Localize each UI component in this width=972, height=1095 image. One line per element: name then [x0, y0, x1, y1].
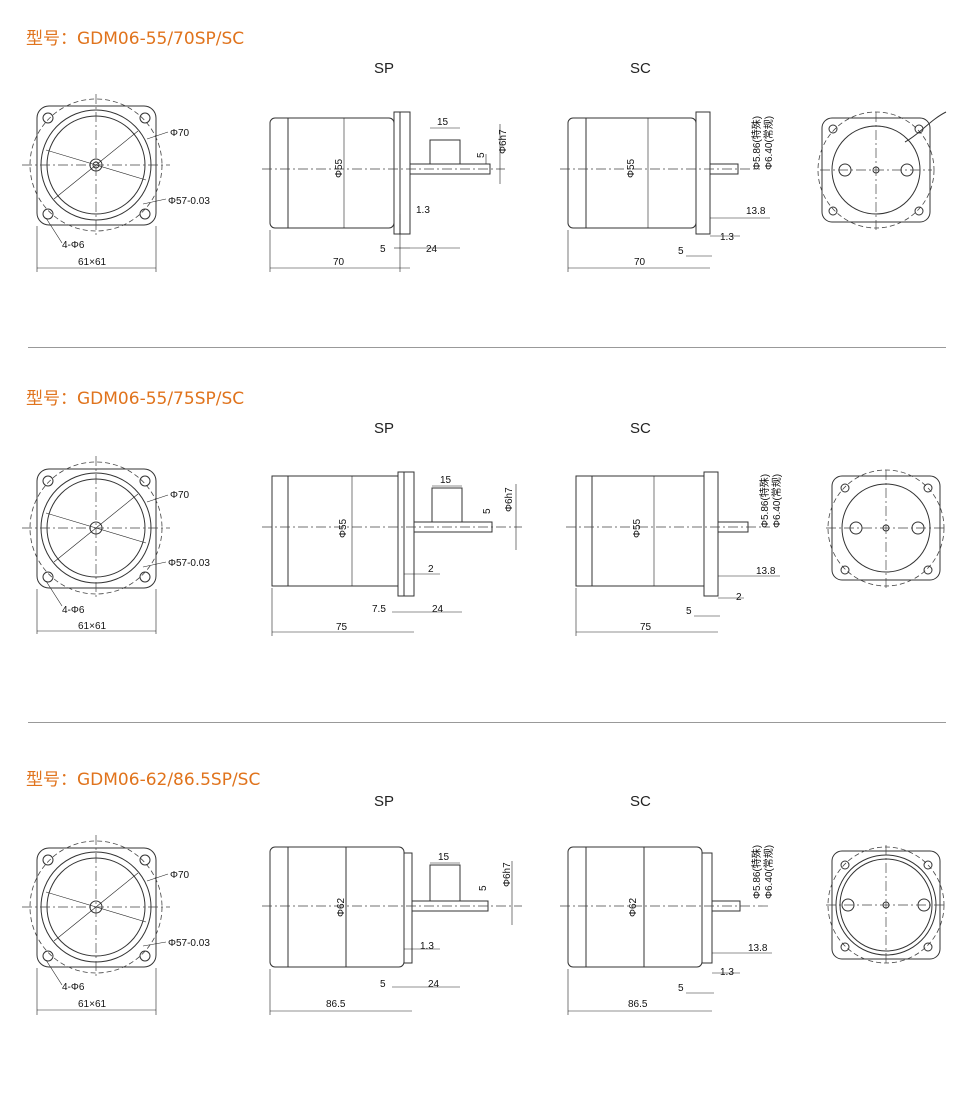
- sc-dcut-1: Φ5.86(特殊): [758, 474, 771, 528]
- sp-flange-t: 1.3: [420, 941, 434, 952]
- sc-dcut-1: Φ5.86(特殊): [750, 116, 763, 170]
- sc-side-view: Φ55 Φ5.86(特殊) Φ6.40(常规) 13.8 1.3 5 70: [560, 111, 775, 272]
- sp-key-len: 15: [440, 475, 452, 486]
- square-label: 61×61: [78, 999, 107, 1010]
- sc-flange-t: 2: [736, 592, 742, 603]
- sc-length: 70: [634, 257, 646, 268]
- sc-shaft-len: 13.8: [746, 206, 766, 217]
- spigot-label: Φ57-0.03: [168, 938, 210, 949]
- sp-pilot: 5: [380, 244, 386, 255]
- square-label: 61×61: [78, 257, 107, 268]
- sp-flange-t: 1.3: [416, 205, 430, 216]
- sc-shaft-len: 13.8: [756, 566, 776, 577]
- sp-pilot: 5: [380, 979, 386, 990]
- sp-key-h: 5: [476, 152, 487, 158]
- sp-pilot: 7.5: [372, 604, 386, 615]
- front-view: Φ70 Φ57-0.03 4-Φ6 61×61: [22, 94, 210, 272]
- sp-body-dia: Φ55: [334, 158, 345, 178]
- front-view: Φ70 Φ57-0.03 4-Φ6 61×61: [22, 835, 210, 1015]
- section-1: 型号：GDM06-55/70SP/SC SP SC Φ70 Φ57-0.03 4…: [0, 24, 972, 354]
- flange-dia-label: Φ70: [170, 128, 190, 139]
- holes-label: 4-Φ6: [62, 240, 85, 251]
- sc-body-dia: Φ55: [632, 518, 643, 538]
- flange-dia-label: Φ70: [170, 870, 190, 881]
- sp-key-h: 5: [478, 885, 489, 891]
- sc-label: SC: [630, 60, 651, 77]
- sp-shaft-len: 24: [426, 244, 438, 255]
- sp-length: 86.5: [326, 999, 346, 1010]
- sc-dcut-1: Φ5.86(特殊): [750, 845, 763, 899]
- model-title: 型号：GDM06-55/75SP/SC: [26, 389, 245, 409]
- sc-pilot: 5: [678, 246, 684, 257]
- sc-flange-t: 1.3: [720, 232, 734, 243]
- sc-dcut-2: Φ6.40(常规): [770, 474, 783, 528]
- section-2: 型号：GDM06-55/75SP/SC SP SC Φ70 Φ57-0.03 4…: [0, 384, 972, 714]
- sc-front-view: [826, 469, 946, 588]
- spigot-label: Φ57-0.03: [168, 558, 210, 569]
- spigot-label: Φ57-0.03: [168, 196, 210, 207]
- sp-label: SP: [374, 60, 395, 77]
- sp-length: 70: [333, 257, 345, 268]
- sp-shaft-len: 24: [428, 979, 440, 990]
- holes-label: 4-Φ6: [62, 605, 85, 616]
- section-3: 型号：GDM06-62/86.5SP/SC SP SC Φ70 Φ57-0.03…: [0, 765, 972, 1095]
- sp-flange-t: 2: [428, 564, 434, 575]
- sc-flange-t: 1.3: [720, 967, 734, 978]
- sc-label: SC: [630, 793, 651, 810]
- model-title: 型号：GDM06-55/70SP/SC: [26, 29, 245, 49]
- sp-side-view: Φ62 15 5 Φ6h7 1.3 5 24 86.5: [262, 846, 522, 1015]
- model-title: 型号：GDM06-62/86.5SP/SC: [26, 770, 261, 790]
- sp-key-len: 15: [438, 852, 450, 863]
- sp-length: 75: [336, 622, 348, 633]
- sp-body-dia: Φ62: [336, 897, 347, 917]
- sp-side-view: Φ55 15 5 Φ6h7 1.3 5 24 70: [262, 111, 509, 272]
- sp-label: SP: [374, 793, 395, 810]
- drawing-section-1: Φ70 Φ57-0.03 4-Φ6 61×61 Φ55 15 5 Φ6h7: [22, 94, 947, 272]
- sp-side-view: Φ55 15 5 Φ6h7 2 7.5 24 75: [262, 471, 522, 636]
- sp-shaft-len: 24: [432, 604, 444, 615]
- sp-key-len: 15: [437, 117, 449, 128]
- sc-dcut-2: Φ6.40(常规): [762, 116, 775, 170]
- front-view: Φ70 Φ57-0.03 4-Φ6 61×61: [22, 456, 210, 634]
- sc-length: 86.5: [628, 999, 648, 1010]
- sc-side-view: Φ62 Φ5.86(特殊) Φ6.40(常规) 13.8 1.3 5 86.5: [560, 845, 775, 1015]
- sp-key-h: 5: [482, 508, 493, 514]
- sc-front-view: [826, 845, 946, 965]
- sc-pilot: 5: [686, 606, 692, 617]
- sc-length: 75: [640, 622, 652, 633]
- divider-2: [28, 722, 946, 723]
- sp-shaft-dia: Φ6h7: [504, 487, 515, 512]
- sc-dcut-2: Φ6.40(常规): [762, 845, 775, 899]
- sp-label: SP: [374, 420, 395, 437]
- square-label: 61×61: [78, 621, 107, 632]
- sp-shaft-dia: Φ6h7: [498, 129, 509, 154]
- sc-side-view: Φ55 Φ5.86(特殊) Φ6.40(常规) 13.8 2 5 75: [566, 471, 783, 636]
- drawing-section-3: Φ70 Φ57-0.03 4-Φ6 61×61 Φ62 15 5 Φ6h7 1.…: [22, 835, 946, 1015]
- divider-1: [28, 347, 946, 348]
- sc-body-dia: Φ55: [626, 158, 637, 178]
- sc-body-dia: Φ62: [628, 897, 639, 917]
- sc-label: SC: [630, 420, 651, 437]
- drawing-section-2: Φ70 Φ57-0.03 4-Φ6 61×61 Φ55 15 5 Φ6h7: [22, 456, 946, 636]
- sc-shaft-len: 13.8: [748, 943, 768, 954]
- sc-pilot: 5: [678, 983, 684, 994]
- holes-label: 4-Φ6: [62, 982, 85, 993]
- sp-body-dia: Φ55: [338, 518, 349, 538]
- flange-dia-label: Φ70: [170, 490, 190, 501]
- sc-front-view: [817, 111, 947, 230]
- sp-shaft-dia: Φ6h7: [502, 862, 513, 887]
